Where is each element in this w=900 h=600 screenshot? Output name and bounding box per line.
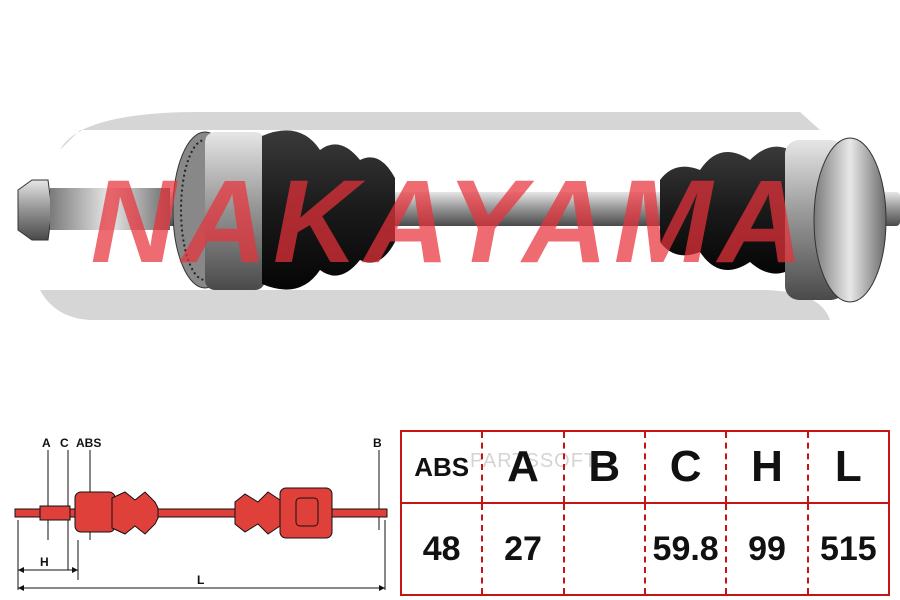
header-h: H	[726, 430, 809, 504]
dim-label-a: A	[42, 436, 51, 450]
header-a: A	[482, 430, 565, 504]
spec-table: ABS A B C H L 48 27 59.8 99 515	[399, 430, 891, 596]
header-c: C	[644, 430, 728, 504]
value-h: 99	[726, 503, 809, 596]
dim-label-l: L	[197, 573, 204, 587]
brand-logo: NAKAYAMA	[91, 156, 810, 288]
outer-cv-housing	[205, 132, 265, 290]
inner-boot	[660, 146, 790, 274]
spec-value-row: 48 27 59.8 99 515	[399, 503, 891, 596]
value-b	[563, 503, 646, 596]
value-abs: 48	[399, 503, 484, 596]
value-l: 515	[807, 503, 891, 596]
value-c: 59.8	[644, 503, 728, 596]
swoosh-top	[60, 112, 820, 150]
spec-header-row: ABS A B C H L	[399, 430, 891, 504]
drive-shaft-illustration: NAKAYAMA	[17, 112, 900, 320]
dim-label-b: B	[373, 436, 382, 450]
outer-boot	[262, 130, 395, 290]
spline-stub	[50, 188, 170, 230]
dimension-schematic: A C ABS B H L	[14, 436, 388, 591]
hex-nut	[17, 179, 53, 241]
dim-label-c: C	[60, 436, 69, 450]
value-a: 27	[482, 503, 565, 596]
swoosh-bottom	[40, 290, 830, 320]
header-abs: ABS	[399, 430, 484, 504]
header-l: L	[807, 430, 891, 504]
header-b: B	[563, 430, 646, 504]
dim-label-abs: ABS	[76, 436, 101, 450]
dim-label-h: H	[40, 555, 49, 569]
